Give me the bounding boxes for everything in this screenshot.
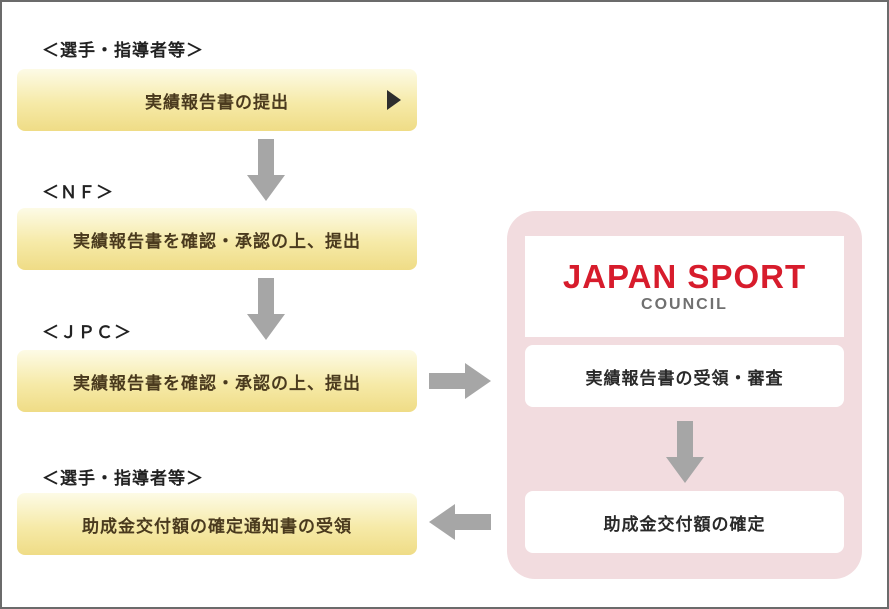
step-jpc-confirm-label: 実績報告書を確認・承認の上、提出 [73, 373, 361, 394]
step-jsc-receive-review-label: 実績報告書の受領・審査 [585, 368, 784, 389]
step-jpc-confirm[interactable]: 実績報告書を確認・承認の上、提出 [17, 350, 417, 412]
arrow-left-icon [429, 504, 491, 540]
step-receive-notice-label: 助成金交付額の確定通知書の受領 [82, 516, 352, 537]
step-submit-report[interactable]: 実績報告書の提出 [17, 69, 417, 131]
jsc-logo: JAPAN SPORT COUNCIL [525, 236, 844, 337]
step-nf-confirm-label: 実績報告書を確認・承認の上、提出 [73, 231, 361, 252]
arrow-right-icon [429, 363, 491, 399]
step-jsc-confirm-amount[interactable]: 助成金交付額の確定 [525, 491, 844, 553]
step-nf-confirm[interactable]: 実績報告書を確認・承認の上、提出 [17, 208, 417, 270]
step-jsc-confirm-amount-label: 助成金交付額の確定 [603, 514, 766, 535]
label-athletes-top: ＜選手・指導者等＞ [42, 41, 204, 61]
arrow-down-icon [247, 278, 285, 340]
arrow-down-icon [247, 139, 285, 201]
jsc-logo-sub-text: COUNCIL [641, 296, 728, 313]
arrow-down-icon [666, 421, 704, 483]
step-jsc-receive-review[interactable]: 実績報告書の受領・審査 [525, 345, 844, 407]
label-jpc: ＜ＪＰＣ＞ [42, 323, 132, 343]
jsc-logo-main-text: JAPAN SPORT [562, 258, 807, 295]
label-athletes-bottom: ＜選手・指導者等＞ [42, 469, 204, 489]
step-submit-report-label: 実績報告書の提出 [145, 92, 289, 113]
label-nf: ＜ＮＦ＞ [42, 183, 114, 203]
play-triangle-icon [387, 90, 401, 110]
step-receive-notice[interactable]: 助成金交付額の確定通知書の受領 [17, 493, 417, 555]
